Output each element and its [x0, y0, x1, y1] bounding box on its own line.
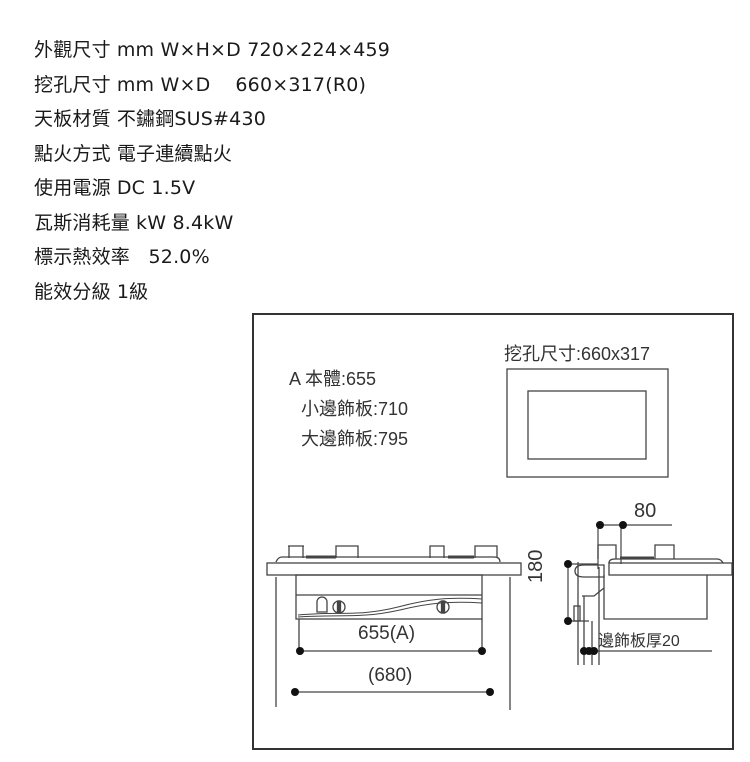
spec-label: 挖孔尺寸: [34, 73, 111, 96]
dimension-dots: [291, 521, 627, 696]
dimension-80: [596, 524, 672, 569]
small-panel-label: 小邊飾板:710: [301, 399, 409, 419]
spec-label: 外觀尺寸: [34, 39, 111, 61]
installation-diagram: A 本體:655 小邊飾板:710 大邊飾板:795 挖孔尺寸:660x317 …: [252, 313, 734, 750]
spec-label: 天板材質: [34, 108, 111, 130]
spec-row-efficiency: 標示熱效率 52.0%: [34, 240, 390, 275]
spec-row-material: 天板材質不鏽鋼SUS#430: [34, 102, 390, 137]
dimension-180-label: 180: [525, 549, 547, 583]
cutout-size-label: 挖孔尺寸:660x317: [504, 344, 651, 364]
spec-value: DC 1.5V: [116, 177, 196, 199]
stove-front-view: [266, 545, 522, 710]
cutout-outer-rect: [506, 368, 669, 478]
spec-value: mm W×D 660×317(R0): [116, 73, 367, 96]
spec-value: 不鏽鋼SUS#430: [116, 108, 267, 130]
spec-label: 標示熱效率: [34, 246, 131, 268]
spec-row-ignition: 點火方式電子連續點火: [34, 137, 390, 172]
spec-label: 瓦斯消耗量: [34, 211, 131, 234]
body-width-label: A 本體:655: [289, 369, 377, 389]
dimension-80-label: 80: [634, 500, 657, 522]
cutout-inner-rect: [527, 390, 647, 460]
spec-value: 電子連續點火: [116, 142, 233, 165]
stove-side-view: [573, 544, 732, 665]
diagram-drawing: [266, 368, 732, 710]
spec-label: 能效分級: [34, 280, 111, 303]
spec-value: mm W×H×D 720×224×459: [116, 39, 391, 61]
dimension-680-label: (680): [368, 665, 413, 686]
dimension-180: [567, 563, 598, 622]
spec-value: 1級: [116, 280, 149, 303]
spec-label: 使用電源: [34, 177, 111, 199]
large-panel-label: 大邊飾板:795: [301, 429, 409, 449]
panel-thickness-label: 邊飾板厚20: [598, 633, 680, 650]
spec-label: 點火方式: [34, 142, 111, 165]
spec-value: kW 8.4kW: [136, 211, 234, 234]
spec-value: 52.0%: [136, 246, 210, 268]
dimension-655-label: 655(A): [358, 623, 416, 644]
